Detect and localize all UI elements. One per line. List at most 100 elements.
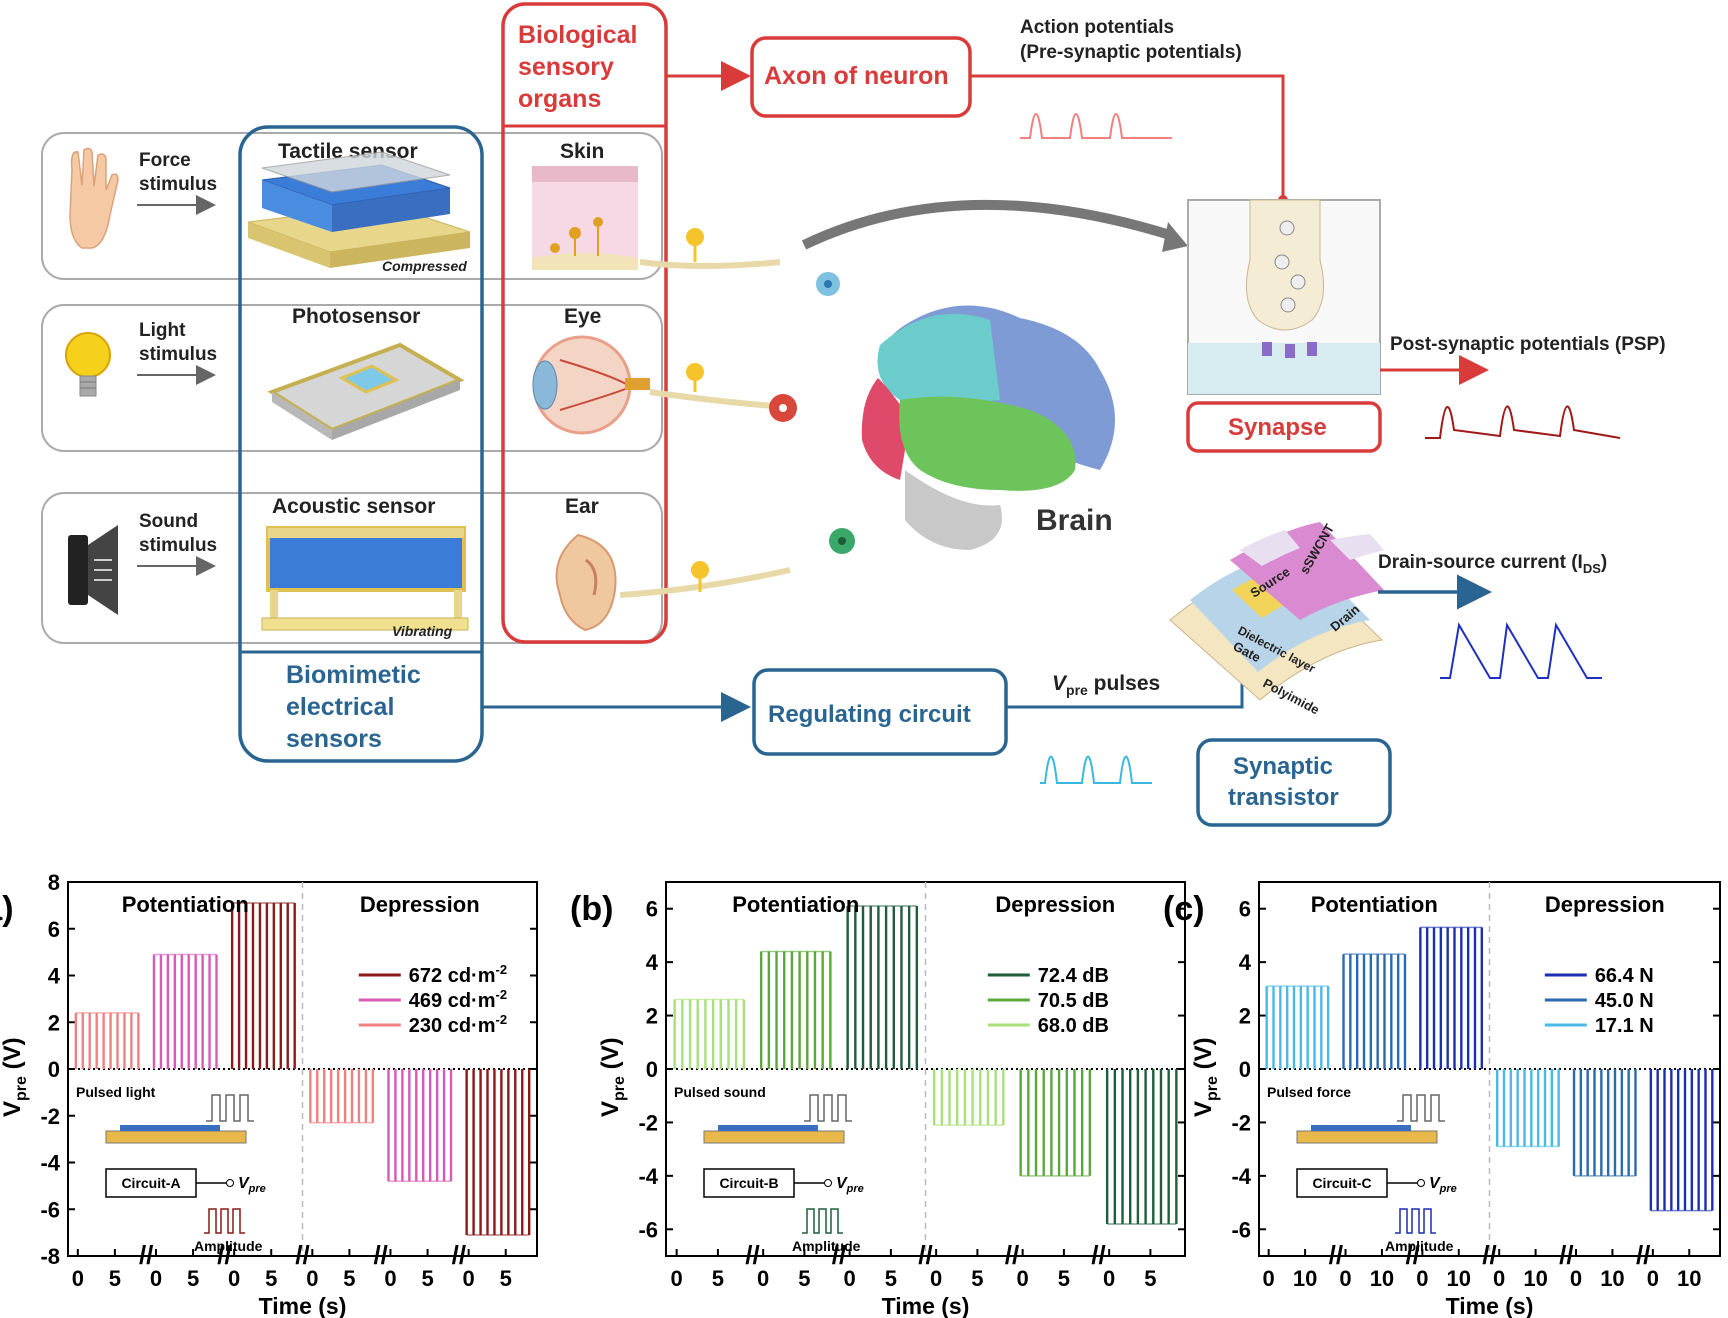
inset-stimulus-label: Pulsed light xyxy=(76,1084,156,1100)
vpre-wave xyxy=(1040,755,1152,784)
x-tick-label: 0 xyxy=(1017,1266,1029,1291)
biomimetic-line-2: electrical xyxy=(286,693,394,721)
y-tick-label: 0 xyxy=(48,1057,60,1082)
photosensor-title: Photosensor xyxy=(292,305,420,328)
action-potential-wave xyxy=(1020,113,1172,139)
inset-input-wave xyxy=(804,1094,852,1122)
y-tick-label: 0 xyxy=(646,1057,658,1082)
inset-amplitude-label: Amplitude xyxy=(1385,1238,1454,1254)
action-potentials-1: Action potentials xyxy=(1020,17,1174,38)
biomimetic-sensors-box xyxy=(238,125,484,763)
legend-entry: 72.4 dB xyxy=(1038,965,1109,987)
light-stimulus-1: Light xyxy=(139,320,186,341)
axis-break: // xyxy=(373,1240,387,1270)
x-tick-label: 0 xyxy=(1493,1266,1505,1291)
y-axis-label: Vpre (V) xyxy=(597,1037,628,1117)
y-tick-label: 2 xyxy=(646,1004,658,1029)
vpre-pulses-label: Vpre pulses xyxy=(1052,672,1160,698)
x-tick-label: 5 xyxy=(421,1266,433,1291)
axis-break: // xyxy=(1559,1240,1573,1270)
tactile-sensor-illustration xyxy=(247,151,471,268)
x-tick-label: 5 xyxy=(265,1266,277,1291)
potentiation-label: Potentiation xyxy=(122,892,249,917)
x-tick-label: 0 xyxy=(384,1266,396,1291)
synaptic-transistor-box xyxy=(1196,738,1392,827)
x-tick-label: 5 xyxy=(885,1266,897,1291)
skin-label: Skin xyxy=(560,140,604,163)
inset-stimulus-label: Pulsed sound xyxy=(674,1084,766,1100)
x-tick-label: 5 xyxy=(1058,1266,1070,1291)
y-tick-label: -8 xyxy=(40,1244,60,1269)
inset-vpre-label: Vpre xyxy=(836,1175,864,1195)
vibrating-note: Vibrating xyxy=(392,623,453,639)
y-axis-label: Vpre (V) xyxy=(0,1037,30,1117)
axis-break: // xyxy=(295,1240,309,1270)
biological-organs-box xyxy=(501,2,668,644)
inset-terminal xyxy=(824,1179,832,1187)
panel-label: (a) xyxy=(0,890,14,928)
psp-wave xyxy=(1425,405,1621,439)
sound-stimulus-2: stimulus xyxy=(139,535,217,556)
inset-device-channel xyxy=(718,1125,818,1131)
inset-circuit-box xyxy=(703,1168,795,1198)
regulating-circuit-label: Regulating circuit xyxy=(768,701,971,728)
x-tick-label: 0 xyxy=(1339,1266,1351,1291)
x-tick-label: 10 xyxy=(1447,1266,1471,1291)
ids-label: Drain-source current (IDS) xyxy=(1378,552,1607,576)
legend-entry: 70.5 dB xyxy=(1038,990,1109,1012)
axis-break: // xyxy=(918,1240,932,1270)
y-tick-label: -6 xyxy=(40,1197,60,1222)
regulating-circuit-box xyxy=(752,668,1008,756)
x-axis-label: Time (s) xyxy=(259,1293,347,1318)
light-stimulus-2: stimulus xyxy=(139,344,217,365)
x-tick-label: 0 xyxy=(930,1266,942,1291)
axis-break: // xyxy=(452,1240,466,1270)
potentiation-label: Potentiation xyxy=(1311,892,1438,917)
y-tick-label: -6 xyxy=(638,1217,658,1242)
biomimetic-line-3: sensors xyxy=(286,725,382,753)
brain-label: Brain xyxy=(1036,504,1113,537)
x-tick-label: 10 xyxy=(1677,1266,1701,1291)
axis-break: // xyxy=(1482,1240,1496,1270)
biomimetic-line-1: Biomimetic xyxy=(286,661,421,689)
row-frame-sound xyxy=(41,492,663,644)
x-tick-label: 0 xyxy=(1647,1266,1659,1291)
hand-icon xyxy=(69,147,119,249)
nerve-eye xyxy=(649,363,797,422)
x-tick-label: 0 xyxy=(72,1266,84,1291)
y-tick-label: 6 xyxy=(1239,897,1251,922)
y-tick-label: -2 xyxy=(40,1104,60,1129)
inset-device-channel xyxy=(1311,1125,1411,1131)
axis-break: // xyxy=(1329,1240,1343,1270)
y-tick-label: 2 xyxy=(1239,1004,1251,1029)
depression-label: Depression xyxy=(1545,892,1665,917)
inset-circuit-label: Circuit-B xyxy=(719,1175,778,1191)
y-tick-label: 4 xyxy=(1239,950,1252,975)
depression-label: Depression xyxy=(995,892,1115,917)
eye-illustration xyxy=(532,335,650,435)
inset-device xyxy=(703,1130,845,1144)
x-axis-label: Time (s) xyxy=(1446,1293,1534,1318)
panel-label: (b) xyxy=(570,890,613,928)
legend-entry: 17.1 N xyxy=(1595,1015,1654,1037)
legend-entry: 66.4 N xyxy=(1595,965,1654,987)
ids-wave xyxy=(1440,621,1602,679)
x-tick-label: 0 xyxy=(1570,1266,1582,1291)
row-frame-light xyxy=(41,304,663,452)
axis-break: // xyxy=(217,1240,231,1270)
x-tick-label: 5 xyxy=(1144,1266,1156,1291)
axis-break: // xyxy=(1405,1240,1419,1270)
y-tick-label: 8 xyxy=(48,870,60,895)
y-axis-label: Vpre (V) xyxy=(1190,1037,1221,1117)
inset-input-wave xyxy=(1397,1094,1445,1122)
panel-label: (c) xyxy=(1163,890,1205,928)
x-tick-label: 10 xyxy=(1293,1266,1317,1291)
acoustic-sensor-title: Acoustic sensor xyxy=(272,495,435,518)
action-potentials-2: (Pre-synaptic potentials) xyxy=(1020,42,1242,63)
y-tick-label: 0 xyxy=(1239,1057,1251,1082)
x-tick-label: 5 xyxy=(109,1266,121,1291)
inset-output-wave xyxy=(802,1208,843,1234)
eye-label: Eye xyxy=(564,305,601,328)
